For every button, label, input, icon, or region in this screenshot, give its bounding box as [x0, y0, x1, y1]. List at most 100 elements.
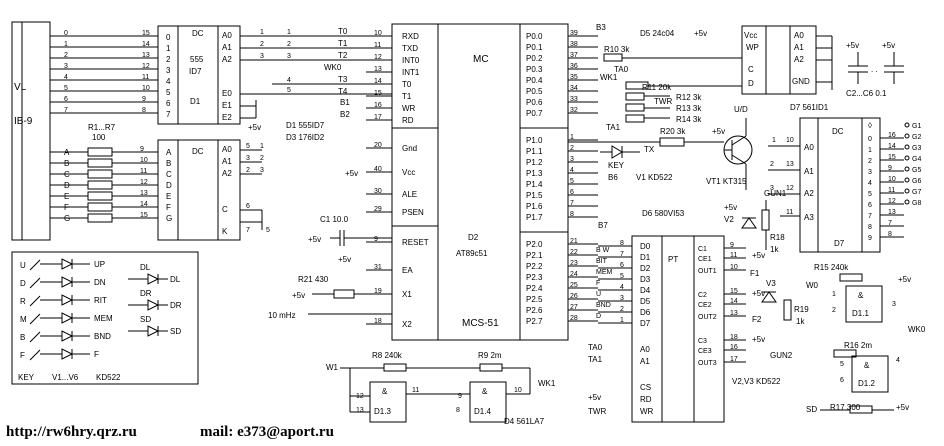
net-t4: T4 [338, 87, 348, 96]
d7-out-4: 4 [868, 180, 872, 187]
footer-site: http://rw6hry.qrz.ru [6, 424, 137, 440]
pt-ch-0: C1 [698, 246, 707, 253]
gate-d12: D1.2 [858, 379, 875, 388]
net-wk0: WK0 [324, 63, 342, 72]
d7-out-3: 3 [868, 169, 872, 176]
mcu-left-0: RXD [402, 32, 419, 41]
svg-text:5: 5 [246, 143, 250, 150]
mcu-left-8: Gnd [402, 144, 417, 153]
d7-a3: A3 [804, 213, 814, 222]
mcu-port-0-6: P0.6 [526, 98, 543, 107]
mcu-left-14: X1 [402, 290, 412, 299]
plus5-caps2: +5v [882, 41, 895, 50]
mcu-port-pin-1-4: 5 [570, 178, 574, 185]
p2-net-0: B W [596, 247, 610, 254]
svg-text:1: 1 [772, 137, 776, 144]
pt-head: PT [668, 255, 678, 264]
net-t2: T2 [338, 51, 348, 60]
plus5-vcc: +5v [345, 169, 358, 178]
mcu-name: MC [473, 54, 489, 65]
key-switch-4: B [20, 333, 25, 342]
dc1-e2: E2 [222, 113, 232, 122]
svg-text:&: & [482, 387, 488, 396]
v2v3-label: V2,V3 KD522 [732, 377, 781, 386]
port0-nets: B3 R10 3k TA0 WK1 R11 20k TWR R12 3k R13… [596, 23, 742, 132]
svg-text:1: 1 [832, 291, 836, 298]
c1-label: C1 10.0 [320, 215, 349, 224]
plus5-pt: +5v [588, 393, 601, 402]
decoder-d7: DC D7 A0 A1 A2 A3 D7 561ID1 ◊ 0161142153… [768, 103, 921, 253]
net-ta1-pt: TA1 [588, 355, 603, 364]
gates-right: R15 240k +5v W0 & D1.1 123 WK0 R16 2m & … [806, 263, 926, 414]
net-f2: F2 [752, 315, 762, 324]
r17-label: R17 300 [830, 403, 861, 412]
dc1-a1: A1 [222, 43, 232, 52]
mcu-port-2-7: P2.7 [526, 317, 543, 326]
eeprom-vcc: Vcc [744, 31, 757, 40]
dc2-in-E: E [166, 192, 171, 201]
pt-wr: WR [640, 407, 654, 416]
mcu-port-1-6: P1.6 [526, 202, 543, 211]
plus5-d5: +5v [694, 29, 707, 38]
mcu-left-12: RESET [402, 238, 429, 247]
dc1-e1: E1 [222, 101, 232, 110]
key-led-4: BND [94, 332, 111, 341]
svg-text:7: 7 [246, 227, 250, 234]
dc1-out-6: 6 [166, 99, 171, 108]
mcu-port-0-3: P0.3 [526, 65, 543, 74]
dc1-pin-7: 8 [142, 107, 146, 114]
mcu-port-2-5: P2.5 [526, 295, 543, 304]
mcu-port-0-0: P0.0 [526, 32, 543, 41]
nand-d11: & [858, 291, 864, 300]
res-bank-value: 100 [92, 133, 106, 142]
pt-cs: CS [640, 383, 651, 392]
svg-text:&: & [864, 361, 870, 370]
mcu-port-2-0: P2.0 [526, 240, 543, 249]
svg-text:6: 6 [246, 203, 250, 210]
svg-text:2: 2 [770, 161, 774, 168]
key-led-0: UP [94, 260, 105, 269]
plus5-gun: +5v [724, 203, 737, 212]
mcu-left-6: WR [402, 104, 416, 113]
r18-value: 1k [770, 245, 779, 254]
vl-pin-0: 0 [64, 30, 68, 37]
mcu-port-2-2: P2.2 [526, 262, 543, 271]
eeprom-d: D [748, 79, 754, 88]
plus5-ea: +5v [338, 255, 351, 264]
label-plus5v-dc1: +5v [248, 123, 261, 132]
svg-text:4: 4 [896, 357, 900, 364]
d7-g-0: G1 [912, 123, 921, 130]
mcu-d2: MC D2 AT89c51 MCS-51 RXD10TXD11INT012INT… [366, 23, 598, 341]
d7-out-9: 9 [868, 235, 872, 242]
mcu-left-pin-2: 12 [374, 54, 382, 61]
pt-ch-7: CE3 [698, 348, 712, 355]
dc1-a0: A0 [222, 31, 232, 40]
mcu-left-pin-14: 19 [374, 288, 382, 295]
dc1-type2: ID7 [189, 67, 202, 76]
pt-ch-8: OUT3 [698, 360, 717, 367]
pt-ch-pin-0: 9 [730, 242, 734, 249]
pt-rd: RD [640, 395, 652, 404]
key-switch-2: R [20, 297, 26, 306]
pt-ch-pin-8: 17 [730, 356, 738, 363]
d7-g-4: G5 [912, 167, 921, 174]
dc1-pin-5: 10 [142, 85, 150, 92]
p2-net-4: U [596, 291, 601, 298]
net-b6: B6 [608, 173, 618, 182]
mcu-left-7: RD [402, 116, 414, 125]
eeprom-d5: Vcc WP C D A0 A1 A2 GND D5 24c04 +5v [640, 25, 833, 95]
net-t3: T3 [338, 75, 348, 84]
dc2-pin-C: 11 [140, 168, 147, 175]
svg-text:1: 1 [260, 143, 264, 150]
d5-label: D5 24c04 [640, 29, 675, 38]
svg-text:10: 10 [786, 137, 794, 144]
key-switch-0: U [20, 261, 26, 270]
net-v2: V2 [724, 215, 734, 224]
pt-d-2: D2 [640, 264, 651, 273]
pt-ch-pin-3: 15 [730, 288, 738, 295]
net-wk1: WK1 [600, 73, 618, 82]
mcu-left-1: TXD [402, 44, 418, 53]
mcu-type: AT89c51 [456, 249, 488, 258]
